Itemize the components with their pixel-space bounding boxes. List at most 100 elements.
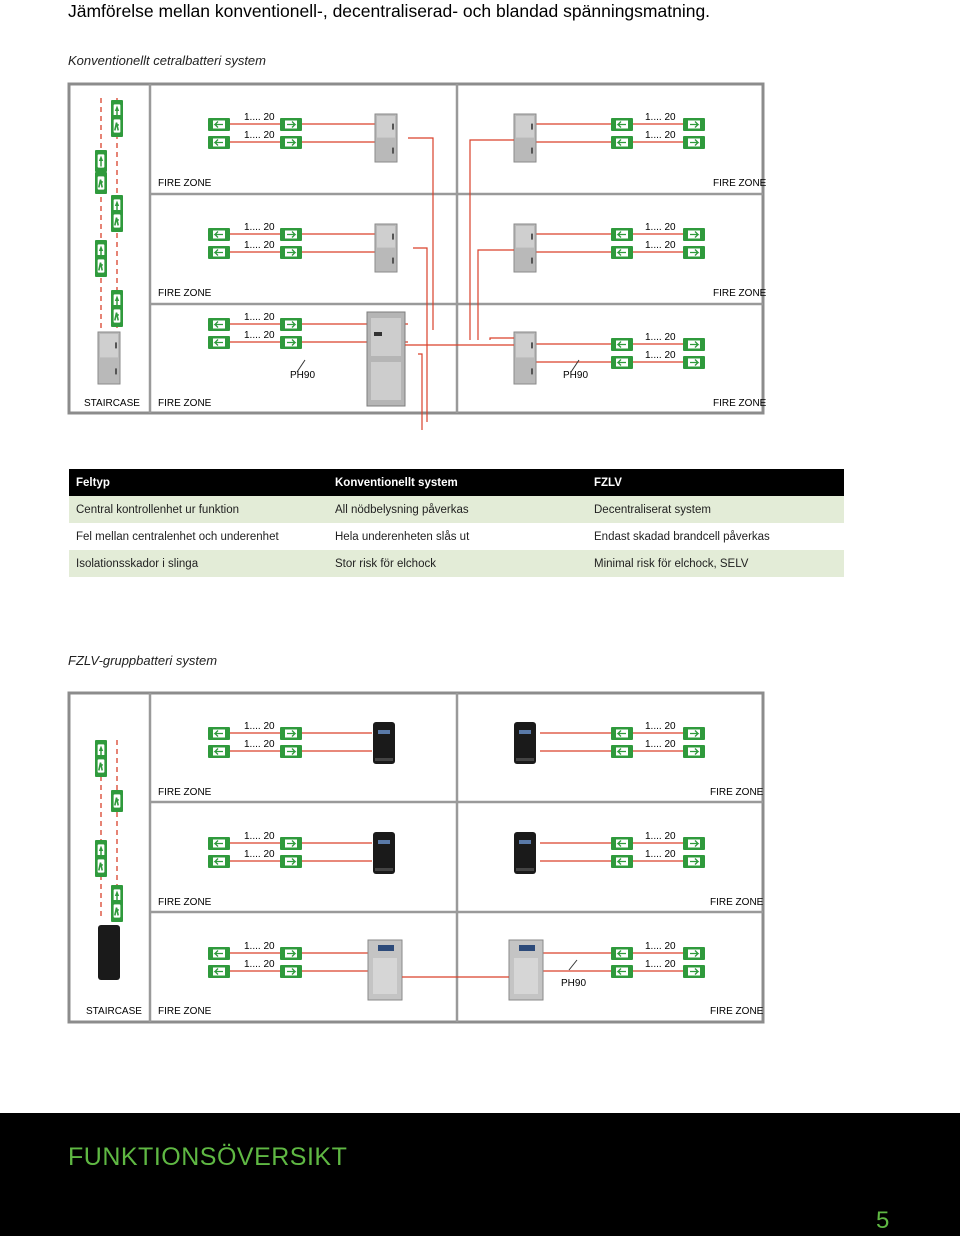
exit-luminaire-icon (208, 947, 230, 960)
fire-zone-label: FIRE ZONE (158, 398, 212, 409)
feeder-wire (413, 247, 428, 422)
sub-unit-cabinet-icon (367, 939, 403, 1001)
fzlv-system-diagram: 1.... 20 1.... 20 1.... 20 1.... 20 1.... 20… (67, 691, 765, 1024)
exit-luminaire-icon (683, 745, 705, 758)
ph90-label: PH90 (563, 370, 588, 381)
exit-luminaire-icon (611, 947, 633, 960)
range-label: 1.... 20 (645, 130, 676, 141)
exit-luminaire-icon (280, 837, 302, 850)
table-cell: Hela underenheten slås ut (335, 530, 470, 543)
exit-luminaire-icon (280, 727, 302, 740)
feeder-wire (418, 353, 423, 430)
exit-luminaire-icon (280, 228, 302, 241)
staircase-label: STAIRCASE (84, 398, 140, 409)
fire-zone-label: FIRE ZONE (710, 787, 764, 798)
staircase-unit-icon (98, 928, 120, 980)
exit-luminaire-icon (611, 965, 633, 978)
exit-luminaire-icon (208, 855, 230, 868)
exit-sign-icon (95, 755, 107, 777)
table-cell: Isolationsskador i slinga (69, 550, 328, 577)
exit-luminaire-icon (611, 727, 633, 740)
table-cell: Endast skadad brandcell påverkas (594, 530, 770, 543)
exit-sign-icon (95, 172, 107, 194)
exit-luminaire-icon (683, 118, 705, 131)
exit-sign-icon (95, 255, 107, 277)
range-label: 1.... 20 (244, 739, 275, 750)
exit-luminaire-icon (208, 336, 230, 349)
exit-sign-icon (111, 210, 123, 232)
range-label: 1.... 20 (645, 849, 676, 860)
range-label: 1.... 20 (645, 941, 676, 952)
exit-luminaire-icon (208, 246, 230, 259)
table-cell: Minimal risk för elchock, SELV (587, 550, 844, 577)
exit-luminaire-icon (683, 947, 705, 960)
exit-luminaire-icon (611, 855, 633, 868)
group-battery-unit-icon (373, 722, 395, 764)
range-label: 1.... 20 (645, 112, 676, 123)
range-label: 1.... 20 (244, 222, 275, 233)
range-label: 1.... 20 (645, 350, 676, 361)
exit-luminaire-icon (280, 118, 302, 131)
sub-unit-cabinet-icon (513, 331, 537, 385)
range-label: 1.... 20 (645, 959, 676, 970)
fire-zone-label: FIRE ZONE (713, 398, 767, 409)
exit-luminaire-icon (611, 338, 633, 351)
fire-zone-label: FIRE ZONE (713, 288, 767, 299)
exit-luminaire-icon (683, 855, 705, 868)
fire-zone-label: FIRE ZONE (158, 178, 212, 189)
exit-luminaire-icon (611, 837, 633, 850)
exit-luminaire-icon (683, 228, 705, 241)
fire-zone-label: FIRE ZONE (158, 787, 212, 798)
ph90-marker (570, 359, 580, 373)
feeder-wire (477, 249, 514, 340)
exit-luminaire-icon (611, 246, 633, 259)
exit-luminaire-icon (611, 356, 633, 369)
exit-luminaire-icon (683, 965, 705, 978)
exit-luminaire-icon (280, 855, 302, 868)
exit-luminaire-icon (208, 965, 230, 978)
table-header-row: Feltyp Konventionellt system FZLV (69, 469, 844, 496)
central-battery-cabinet-icon (366, 311, 406, 407)
range-label: 1.... 20 (645, 831, 676, 842)
range-label: 1.... 20 (244, 849, 275, 860)
diagram2-subtitle: FZLV-gruppbatteri system (68, 653, 218, 668)
table-cell: Decentraliserat system (587, 496, 844, 523)
staircase-label: STAIRCASE (86, 1006, 142, 1017)
fire-zone-label: FIRE ZONE (158, 1006, 212, 1017)
footer-bar: FUNKTIONSÖVERSIKT 5 (0, 1113, 960, 1236)
exit-luminaire-icon (611, 228, 633, 241)
table-row: Isolationsskador i slinga Stor risk för … (69, 550, 844, 577)
exit-luminaire-icon (280, 336, 302, 349)
exit-luminaire-icon (280, 136, 302, 149)
page-heading: Jämförelse mellan konventionell-, decent… (68, 1, 711, 21)
ph90-marker (296, 359, 306, 373)
range-label: 1.... 20 (645, 332, 676, 343)
sub-unit-cabinet-icon (374, 223, 398, 273)
exit-luminaire-icon (280, 745, 302, 758)
ph90-label: PH90 (290, 370, 315, 381)
exit-luminaire-icon (280, 947, 302, 960)
group-battery-unit-icon (514, 722, 536, 764)
fire-zone-label: FIRE ZONE (710, 1006, 764, 1017)
fire-zone-label: FIRE ZONE (158, 897, 212, 908)
table-header-konventionellt: Konventionellt system (328, 469, 587, 496)
exit-luminaire-icon (208, 118, 230, 131)
range-label: 1.... 20 (244, 240, 275, 251)
exit-luminaire-icon (683, 136, 705, 149)
range-label: 1.... 20 (244, 831, 275, 842)
exit-sign-icon (111, 790, 123, 812)
fire-zone-label: FIRE ZONE (158, 288, 212, 299)
sub-unit-cabinet-icon (97, 331, 121, 385)
range-label: 1.... 20 (645, 721, 676, 732)
sub-unit-cabinet-icon (513, 113, 537, 163)
exit-luminaire-icon (611, 118, 633, 131)
exit-luminaire-icon (208, 745, 230, 758)
exit-luminaire-icon (683, 356, 705, 369)
ph90-marker (568, 959, 578, 971)
exit-luminaire-icon (208, 228, 230, 241)
fire-zone-label: FIRE ZONE (710, 897, 764, 908)
table-cell: Fel mellan centralenhet och underenhet (76, 530, 279, 543)
exit-sign-icon (111, 305, 123, 327)
diagram1-subtitle: Konventionellt cetralbatteri system (68, 53, 266, 68)
conventional-system-diagram: 1.... 20 1.... 20 1.... 20 1.... 20 1.... 20… (67, 82, 767, 430)
